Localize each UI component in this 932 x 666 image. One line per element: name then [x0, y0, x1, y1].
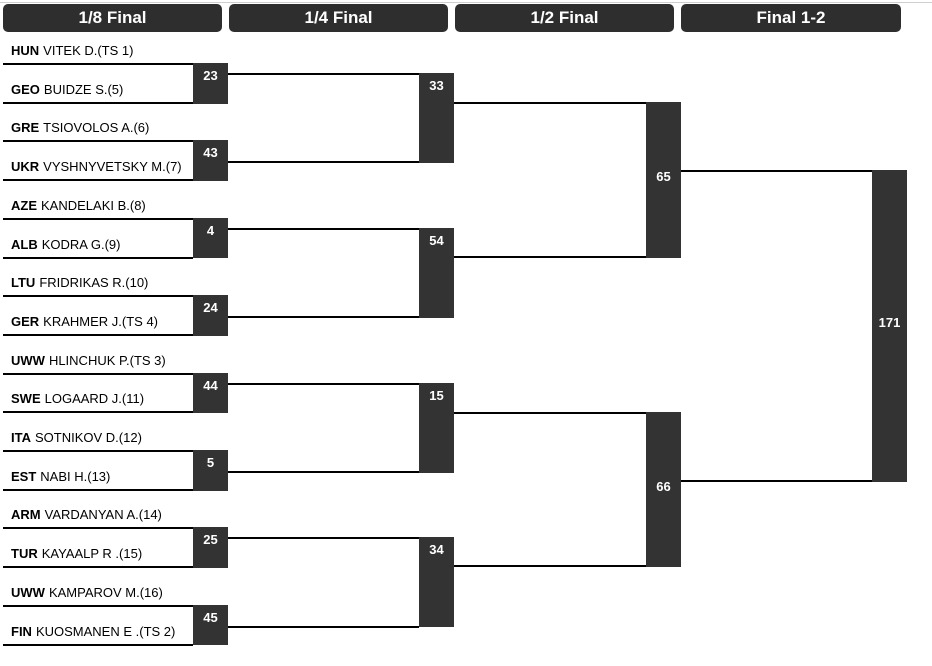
athlete-name: KODRA G.(9)	[41, 236, 121, 252]
bout-number: 15	[419, 382, 454, 473]
athlete-country: ALB	[11, 236, 38, 252]
header-final: Final 1-2	[681, 4, 901, 32]
athlete-name: KAMPAROV M.(16)	[48, 584, 163, 600]
bout-number: 45	[193, 604, 228, 646]
bout-number: 33	[419, 73, 454, 164]
header-quarterfinal: 1/4 Final	[229, 4, 448, 32]
athlete-name: BUIDZE S.(5)	[43, 81, 124, 97]
athlete-name: KUOSMANEN E .(TS 2)	[35, 623, 176, 639]
header-semifinal: 1/2 Final	[455, 4, 674, 32]
bracket-line	[3, 140, 193, 143]
athlete-country: HUN	[11, 43, 40, 58]
athlete-country: UWW	[11, 352, 45, 368]
bracket-line	[3, 566, 193, 569]
athlete-name: VYSHNYVETSKY M.(7)	[43, 159, 182, 175]
bout-number: 44	[193, 372, 228, 414]
bout-number: 4	[193, 217, 228, 259]
athlete-country: ITA	[11, 430, 31, 445]
bout-number: 43	[193, 140, 228, 182]
athlete-country: AZE	[11, 197, 37, 213]
athlete-name: VARDANYAN A.(14)	[44, 507, 162, 523]
bracket-line	[228, 227, 419, 230]
top-rule	[0, 2, 932, 3]
bracket-line	[228, 625, 419, 628]
bout-number: 5	[193, 450, 228, 491]
athlete-name: KANDELAKI B.(8)	[41, 197, 146, 213]
bracket-line	[228, 537, 419, 540]
bracket-line	[454, 255, 646, 258]
bracket-line	[3, 527, 193, 530]
bracket-line	[3, 101, 193, 104]
bracket-line	[3, 256, 193, 259]
athlete-name: NABI H.(13)	[40, 468, 111, 484]
bout-number: 54	[419, 227, 454, 318]
bracket-line	[3, 295, 193, 298]
athlete-country: GEO	[11, 81, 40, 97]
athlete-country: ARM	[11, 507, 41, 523]
athlete-country: UWW	[11, 584, 45, 600]
bout-number: 65	[646, 102, 681, 258]
bout-number: 171	[872, 170, 907, 482]
athlete-name: KAYAALP R .(15)	[41, 546, 143, 562]
athlete-name: HLINCHUK P.(TS 3)	[48, 352, 166, 368]
athlete-country: EST	[11, 468, 37, 484]
bout-number: 34	[419, 537, 454, 628]
bracket-line	[228, 161, 419, 164]
bracket-line	[3, 604, 193, 607]
athlete-country: TUR	[11, 546, 38, 562]
bracket-line	[681, 479, 872, 482]
athlete-country: GER	[11, 313, 40, 329]
bracket-line	[3, 450, 193, 452]
athlete-name: LOGAARD J.(11)	[44, 391, 145, 407]
athlete-country: LTU	[11, 275, 36, 291]
bracket-line	[3, 643, 193, 646]
bout-number: 24	[193, 295, 228, 336]
bout-number: 25	[193, 527, 228, 569]
athlete-name: SOTNIKOV D.(12)	[34, 430, 142, 445]
bracket-line	[228, 315, 419, 318]
bracket-line	[3, 333, 193, 336]
bracket-line	[3, 488, 193, 491]
athlete-country: GRE	[11, 120, 40, 136]
athlete-name: FRIDRIKAS R.(10)	[39, 275, 149, 291]
bracket-line	[3, 63, 193, 65]
athlete-name: TSIOVOLOS A.(6)	[43, 120, 150, 136]
bracket-line	[3, 179, 193, 182]
bracket-line	[454, 565, 646, 568]
athlete-country: UKR	[11, 159, 40, 175]
athlete-name: VITEK D.(TS 1)	[43, 43, 134, 58]
bracket-line	[454, 411, 646, 414]
header-round-of-16: 1/8 Final	[3, 4, 222, 32]
bracket-line	[228, 73, 419, 75]
bracket-line	[681, 170, 872, 172]
bracket-line	[454, 102, 646, 104]
bout-number: 66	[646, 411, 681, 568]
athlete-country: SWE	[11, 391, 41, 407]
bracket-line	[3, 217, 193, 220]
bracket-line	[3, 411, 193, 414]
bracket-line	[3, 372, 193, 375]
bracket-line	[228, 382, 419, 385]
bracket-line	[228, 470, 419, 473]
athlete-country: FIN	[11, 623, 32, 639]
bout-number: 23	[193, 63, 228, 104]
athlete-name: KRAHMER J.(TS 4)	[43, 313, 159, 329]
